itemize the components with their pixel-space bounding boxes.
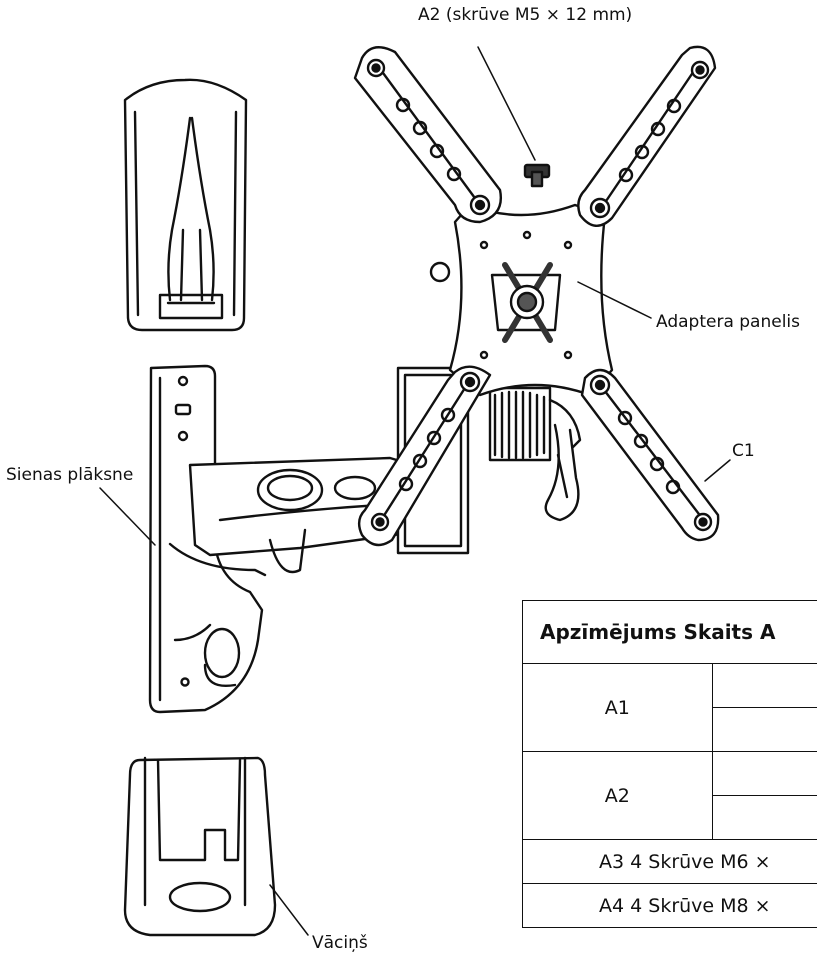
bracket-arm-bottom-left — [357, 365, 492, 547]
label-cap: Vāciņš — [312, 933, 368, 953]
table-row: A2 8 S — [522, 751, 817, 840]
top-cover — [123, 78, 248, 332]
parts-table: Apzīmējums Skaits A A1 4 S 4 S A2 8 S 4 … — [522, 600, 817, 965]
table-row: A4 4 Skrūve M8 × — [522, 883, 817, 928]
table-header: Apzīmējums Skaits A — [522, 600, 817, 664]
label-c1: C1 — [732, 441, 755, 461]
table-cell-a1-qty-1: 4 S — [711, 663, 817, 708]
bracket-arm-top-right — [577, 45, 717, 227]
bottom-cap — [123, 756, 277, 937]
screw-a2 — [523, 163, 551, 188]
table-row: A1 4 S — [522, 663, 817, 752]
table-cell-a2-qty-2: 4 S — [711, 795, 817, 840]
label-wall-plate: Sienas plāksne — [6, 465, 134, 485]
table-cell-a2-id: A2 — [522, 751, 713, 840]
table-cell-a1-id: A1 — [522, 663, 713, 752]
table-row: 4 S — [523, 707, 817, 752]
table-cell-a4: A4 4 Skrūve M8 × — [522, 883, 817, 928]
table-cell-a2-qty-1: 8 S — [711, 751, 817, 796]
adapter-panel — [448, 203, 614, 397]
table-cell-a1-qty-2: 4 S — [711, 707, 817, 752]
table-row: A3 4 Skrūve M6 × — [522, 839, 817, 884]
label-screw-a2: A2 (skrūve M5 × 12 mm) — [418, 5, 633, 25]
bracket-arm-top-left — [353, 46, 502, 224]
leader-lines — [99, 46, 731, 936]
table-cell-a3: A3 4 Skrūve M6 × — [522, 839, 817, 884]
label-adapter-panel: Adaptera panelis — [656, 312, 801, 332]
bracket-arm-bottom-right — [580, 368, 720, 542]
